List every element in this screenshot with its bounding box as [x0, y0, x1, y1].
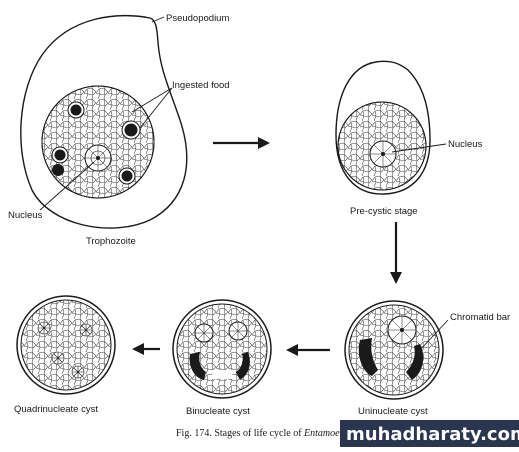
chromatid-leader: [419, 319, 449, 351]
uninucleate-label: Uninucleate cyst: [358, 406, 428, 417]
food-leader-2: [139, 87, 173, 129]
chromatid-bar-right: [406, 344, 424, 380]
nucleus-leader-left: [39, 161, 95, 211]
quadrinucleate-label: Quadrinucleate cyst: [14, 404, 98, 415]
trophozoite-cell: [20, 14, 188, 229]
arrow-to-precystic-head: [258, 137, 270, 149]
watermark-text: muhadharaty.com: [346, 424, 519, 445]
precystic-nucleus: [369, 140, 397, 168]
nucleus-leader-right: [391, 143, 447, 153]
binucleate-label: Binucleate cyst: [186, 406, 250, 417]
uninucleate-cyst: [344, 300, 444, 400]
binucleate-cyst: [172, 299, 272, 399]
arrow-to-uninucleate-head: [390, 272, 402, 284]
precystic-label: Pre-cystic stage: [350, 206, 418, 217]
caption-prefix: Fig. 174. Stages of life cycle of: [176, 428, 304, 439]
ingested-food-label: Ingested food: [172, 80, 230, 91]
nucleus-label-left: Nucleus: [8, 210, 43, 221]
trophozoite-label: Trophozoite: [86, 236, 136, 247]
chromatid-bar-label: Chromatid bar: [450, 312, 510, 323]
chromatid-bar-left: [358, 338, 378, 376]
watermark-banner: [340, 420, 519, 447]
arrow-to-binucleate-head: [286, 344, 298, 356]
ingested-food-vacuoles: [51, 101, 141, 185]
pseudopodium-label: Pseudopodium: [166, 13, 229, 24]
precystic-cell: [335, 60, 431, 195]
quadrinucleate-cyst: [16, 295, 116, 395]
arrow-to-quadrinucleate-head: [132, 343, 144, 355]
nucleus-label-right: Nucleus: [448, 139, 483, 150]
pseudopodium-leader: [151, 16, 165, 23]
food-leader-1: [131, 87, 173, 113]
